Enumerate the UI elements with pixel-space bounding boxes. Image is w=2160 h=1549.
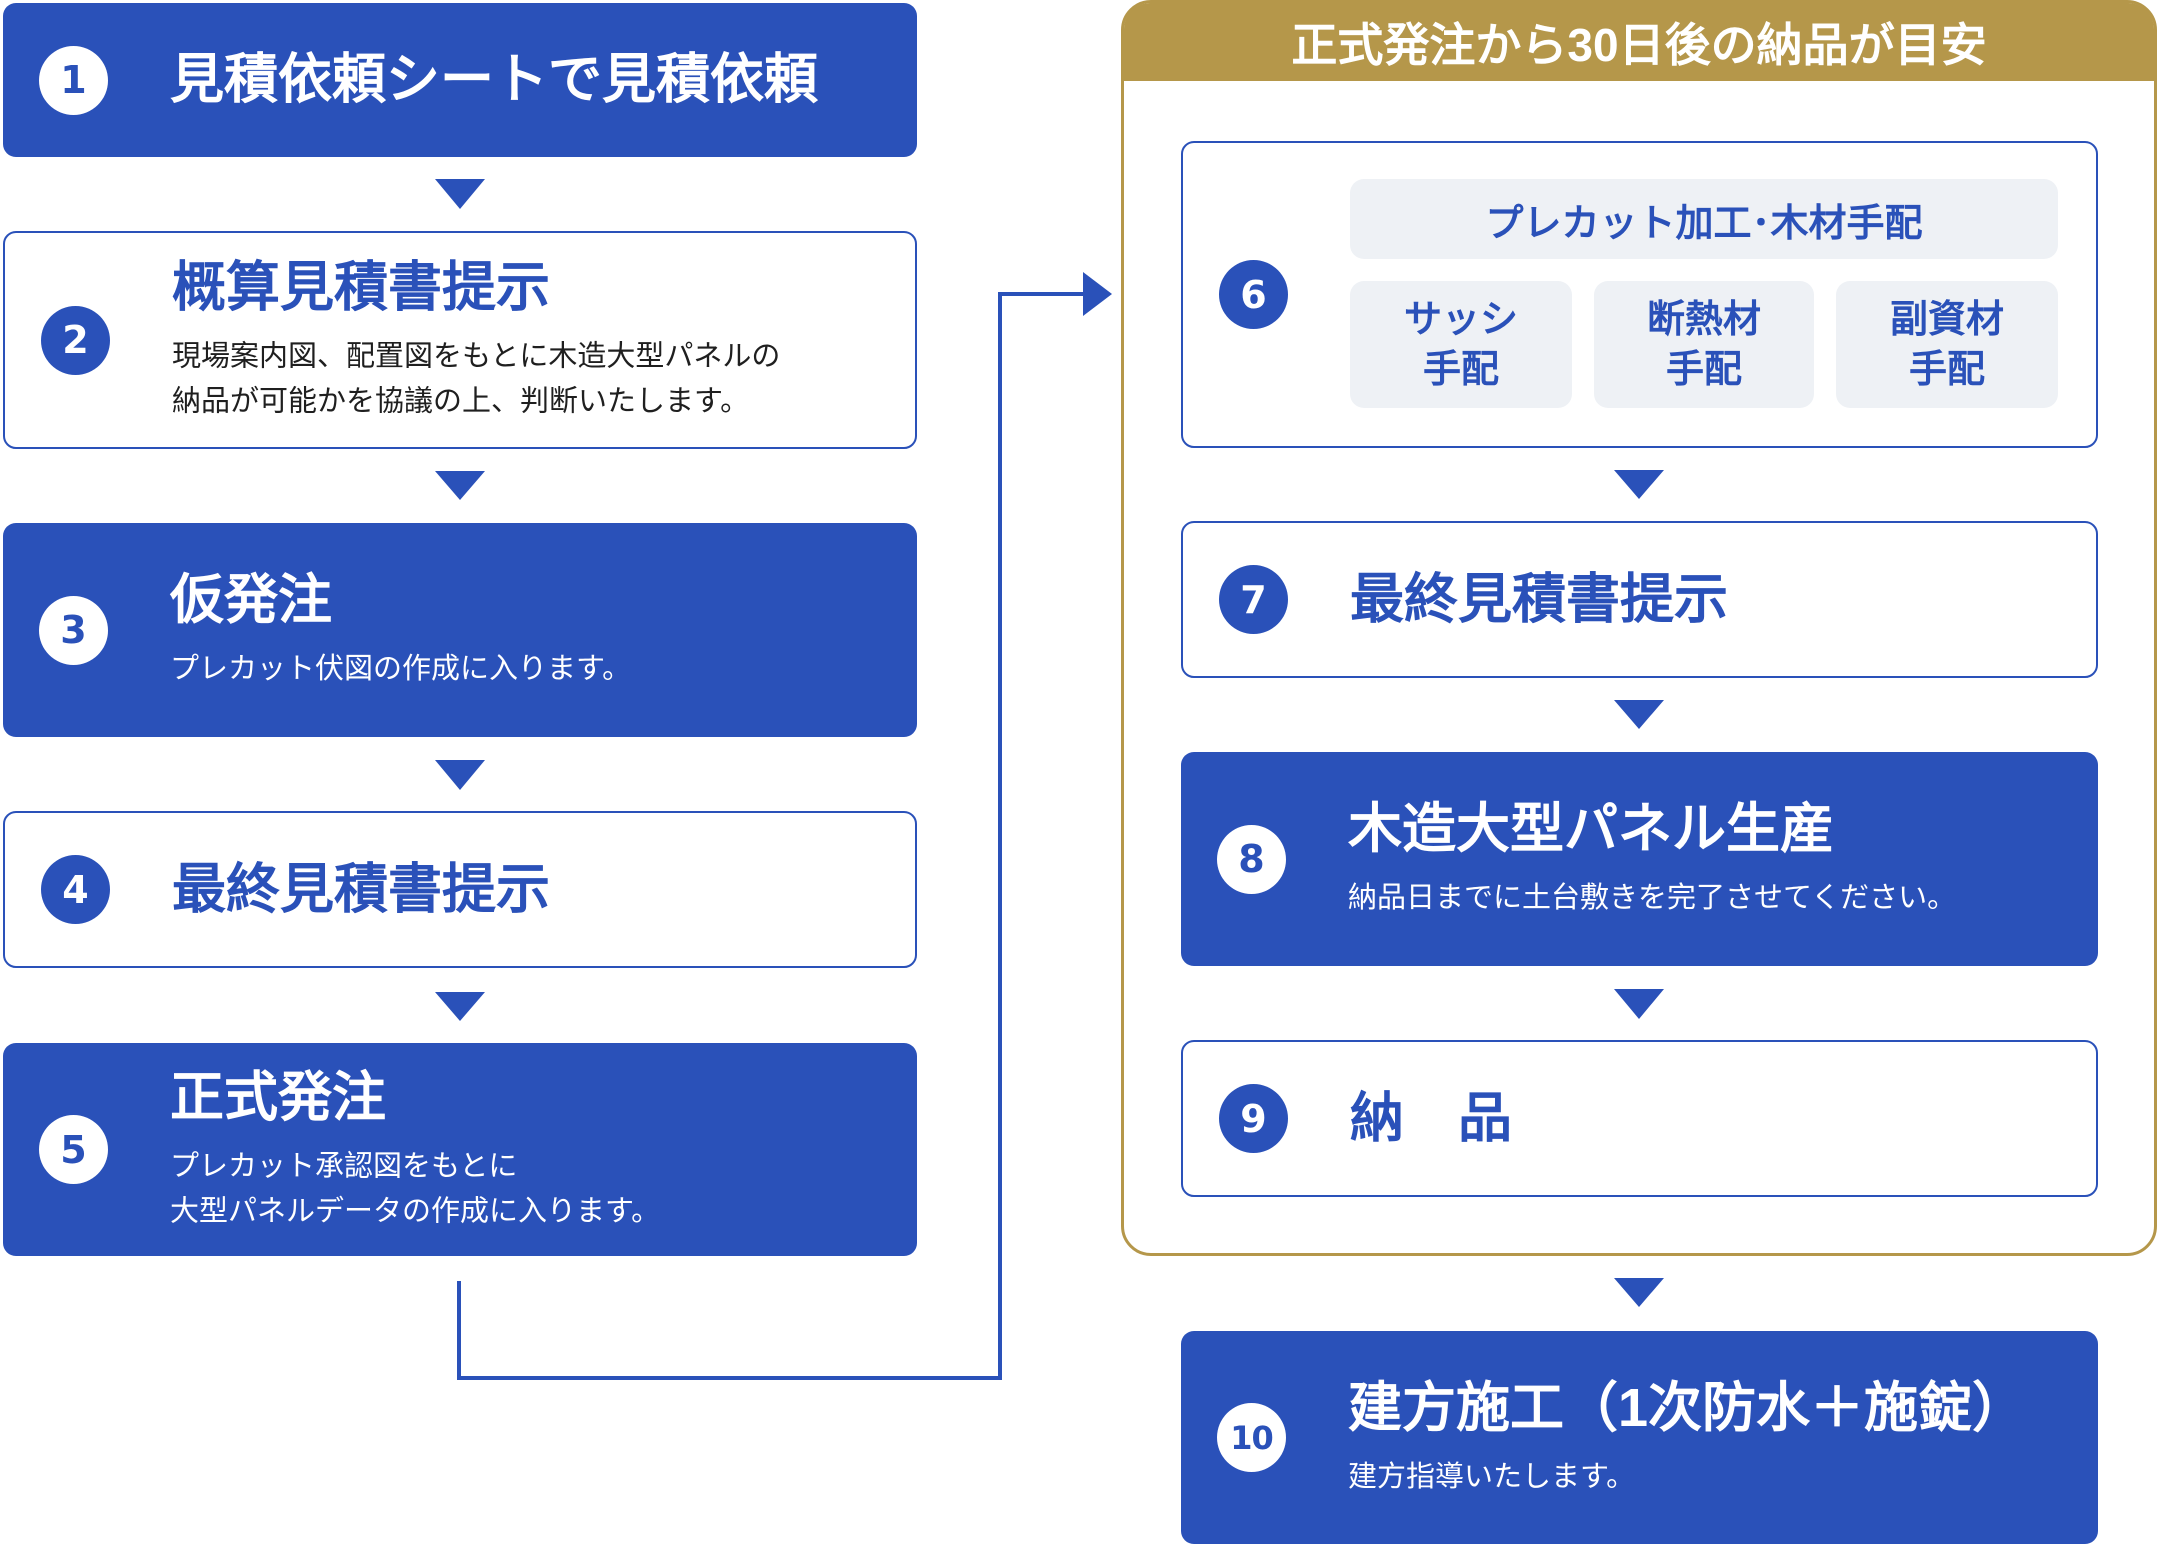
step-number-badge: 9 [1219, 1084, 1288, 1153]
timeframe-label: 正式発注から30日後の納品が目安 [1124, 3, 2154, 81]
step-number-badge: 4 [41, 855, 110, 924]
task-label-line: 手配 [1908, 348, 1985, 391]
step-text: 木造大型パネル生産 納品日までに土台敷きを完了させてください。 [1348, 797, 1956, 921]
step-number-badge: 10 [1217, 1403, 1286, 1472]
task-insulation: 断熱材 手配 [1594, 281, 1814, 408]
task-group-header: プレカット加工･木材手配 [1350, 179, 2058, 259]
step-description-line: 現場案内図、配置図をもとに木造大型パネルの [172, 340, 781, 373]
task-label-line: サッシ [1403, 298, 1518, 341]
step-number-badge: 6 [1219, 260, 1288, 329]
step-number-badge: 3 [39, 595, 108, 665]
step-5-card: 5 正式発注 プレカット承認図をもとに 大型パネルデータの作成に入ります。 [3, 1043, 917, 1256]
step-title: 納 品 [1350, 1088, 1512, 1148]
task-sash: サッシ 手配 [1350, 281, 1572, 408]
step-text: 見積依頼シートで見積依頼 [170, 48, 818, 113]
step-number-badge: 8 [1217, 824, 1286, 894]
step-description-line: プレカット伏図の作成に入ります。 [170, 653, 632, 685]
step-number-badge: 1 [39, 45, 108, 115]
step-3-card: 3 仮発注 プレカット伏図の作成に入ります。 [3, 523, 917, 737]
step-description: 建方指導いたします。 [1348, 1455, 2026, 1500]
step-description: 納品日までに土台敷きを完了させてください。 [1348, 876, 1956, 921]
step-2-card: 2 概算見積書提示 現場案内図、配置図をもとに木造大型パネルの 納品が可能かを協… [3, 231, 917, 449]
step-title: 木造大型パネル生産 [1348, 799, 1834, 859]
step-7-card: 7 最終見積書提示 [1181, 521, 2098, 678]
step-text: 仮発注 プレカット伏図の作成に入ります。 [170, 568, 631, 692]
step-6-card: 6 プレカット加工･木材手配 サッシ 手配 断熱材 手配 副資材 手配 [1181, 141, 2098, 448]
flow-arrow-down [435, 179, 485, 209]
step-title: 仮発注 [170, 570, 332, 630]
step-description-line: 納品日までに土台敷きを完了させてください。 [1348, 882, 1957, 914]
step-text: 正式発注 プレカット承認図をもとに 大型パネルデータの作成に入ります。 [170, 1065, 660, 1234]
flow-arrow-down [435, 471, 485, 500]
step-title: 概算見積書提示 [172, 257, 550, 318]
step-text: 最終見積書提示 [172, 857, 550, 922]
flow-arrow-down [435, 992, 485, 1021]
step-text: 建方施工（1次防水＋施錠） 建方指導いたします。 [1348, 1376, 2026, 1500]
step-description: 現場案内図、配置図をもとに木造大型パネルの 納品が可能かを協議の上、判断いたしま… [172, 335, 780, 425]
task-label-line: 断熱材 [1646, 298, 1761, 341]
step-title: 見積依頼シートで見積依頼 [170, 49, 818, 110]
step-description-line: 納品が可能かを協議の上、判断いたします。 [172, 385, 750, 418]
step-title: 建方施工（1次防水＋施錠） [1348, 1377, 2027, 1438]
step-description: プレカット承認図をもとに 大型パネルデータの作成に入ります。 [170, 1144, 660, 1234]
step-number-badge: 2 [41, 305, 110, 375]
step-10-card: 10 建方施工（1次防水＋施錠） 建方指導いたします。 [1181, 1331, 2098, 1544]
step-description: プレカット伏図の作成に入ります。 [170, 647, 631, 692]
step-description-line: 大型パネルデータの作成に入ります。 [170, 1195, 661, 1227]
task-label-line: 手配 [1665, 348, 1742, 391]
flow-arrow-down [435, 760, 485, 790]
task-sub-materials: 副資材 手配 [1836, 281, 2058, 408]
task-label-line: 手配 [1422, 348, 1499, 391]
flow-arrow-right [1083, 272, 1112, 316]
step-text: 納 品 [1350, 1086, 1512, 1151]
step-title: 最終見積書提示 [172, 859, 550, 919]
step-9-card: 9 納 品 [1181, 1040, 2098, 1197]
step-text: 概算見積書提示 現場案内図、配置図をもとに木造大型パネルの 納品が可能かを協議の… [172, 256, 780, 425]
step-text: 最終見積書提示 [1350, 567, 1728, 632]
flow-arrow-down [1614, 1278, 1664, 1307]
step-description-line: 建方指導いたします。 [1348, 1460, 1636, 1493]
step-description-line: プレカット承認図をもとに [170, 1150, 518, 1182]
step-number-badge: 7 [1219, 565, 1288, 634]
step-4-card: 4 最終見積書提示 [3, 811, 917, 968]
step-title: 最終見積書提示 [1350, 569, 1728, 629]
step-8-card: 8 木造大型パネル生産 納品日までに土台敷きを完了させてください。 [1181, 752, 2098, 966]
step-title: 正式発注 [170, 1067, 386, 1127]
task-label-line: 副資材 [1889, 298, 2004, 341]
step-number-badge: 5 [39, 1115, 108, 1184]
step-1-card: 1 見積依頼シートで見積依頼 [3, 3, 917, 157]
